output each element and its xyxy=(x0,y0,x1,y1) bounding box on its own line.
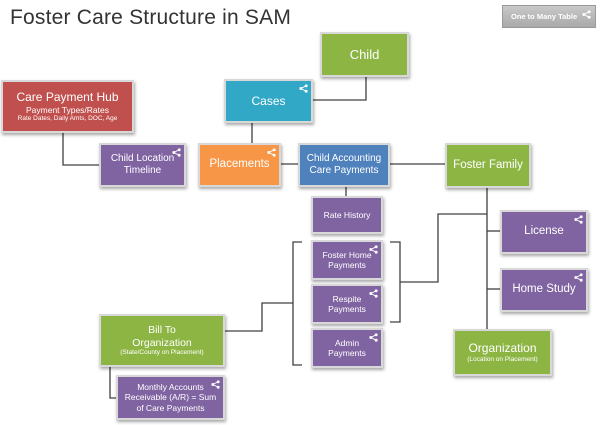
foster-family-node[interactable]: Foster Family xyxy=(445,143,531,188)
legend-one-to-many: One to Many Table xyxy=(502,5,596,28)
foster-home-payments-node[interactable]: Foster Home Payments xyxy=(311,240,383,280)
legend-label: One to Many Table xyxy=(511,12,578,21)
placements-label: Placements xyxy=(209,158,270,171)
page-title: Foster Care Structure in SAM xyxy=(10,6,292,29)
license-label: License xyxy=(524,225,564,238)
foster-family-label: Foster Family xyxy=(453,158,523,171)
child-label: Child xyxy=(349,46,380,62)
home-study-label: Home Study xyxy=(512,283,576,296)
child-location-timeline-label: Child Location Timeline xyxy=(110,153,175,176)
care-payment-hub-node[interactable]: Care Payment Hub Payment Types/Rates Rat… xyxy=(1,80,134,133)
care-payment-hub-title: Care Payment Hub xyxy=(16,90,119,105)
organization-title: Organization xyxy=(468,341,537,356)
child-accounting-label: Child Accounting Care Payments xyxy=(306,153,382,176)
foster-home-payments-label: Foster Home Payments xyxy=(322,249,372,270)
child-accounting-node[interactable]: Child Accounting Care Payments xyxy=(298,143,390,187)
share-icon xyxy=(299,84,308,93)
share-icon xyxy=(574,273,583,282)
child-node[interactable]: Child xyxy=(320,32,409,77)
respite-payments-label: Respite Payments xyxy=(328,293,366,314)
bill-to-title: Bill To Organization xyxy=(132,324,192,349)
share-icon xyxy=(574,215,583,224)
care-payment-hub-line1: Payment Types/Rates xyxy=(26,104,109,115)
share-icon xyxy=(211,380,220,389)
child-location-timeline-node[interactable]: Child Location Timeline xyxy=(99,143,186,187)
organization-node[interactable]: Organization (Location on Placement) xyxy=(453,329,552,376)
care-payment-hub-line2: Rate Dates, Daily Amts, DOC, Age xyxy=(17,114,118,122)
cases-node[interactable]: Cases xyxy=(224,79,313,123)
share-icon xyxy=(172,148,181,157)
monthly-ar-node[interactable]: Monthly Accounts Receivable (A/R) = Sum … xyxy=(116,375,225,420)
respite-payments-node[interactable]: Respite Payments xyxy=(311,284,383,324)
bill-to-organization-node[interactable]: Bill To Organization (State/County on Pl… xyxy=(99,314,225,367)
share-icon xyxy=(369,245,378,254)
placements-node[interactable]: Placements xyxy=(198,143,281,187)
organization-sub: (Location on Placement) xyxy=(467,355,538,363)
admin-payments-node[interactable]: Admin Payments xyxy=(311,328,383,368)
share-icon xyxy=(369,289,378,298)
admin-payments-label: Admin Payments xyxy=(328,337,366,358)
home-study-node[interactable]: Home Study xyxy=(500,268,588,312)
share-icon xyxy=(267,148,276,157)
rate-history-node[interactable]: Rate History xyxy=(311,196,383,234)
license-node[interactable]: License xyxy=(500,210,588,254)
share-icon xyxy=(582,10,591,19)
cases-label: Cases xyxy=(251,93,286,108)
share-icon xyxy=(369,333,378,342)
monthly-ar-label: Monthly Accounts Receivable (A/R) = Sum … xyxy=(124,382,217,413)
bill-to-sub: (State/County on Placement) xyxy=(120,349,204,357)
rate-history-label: Rate History xyxy=(323,209,371,220)
